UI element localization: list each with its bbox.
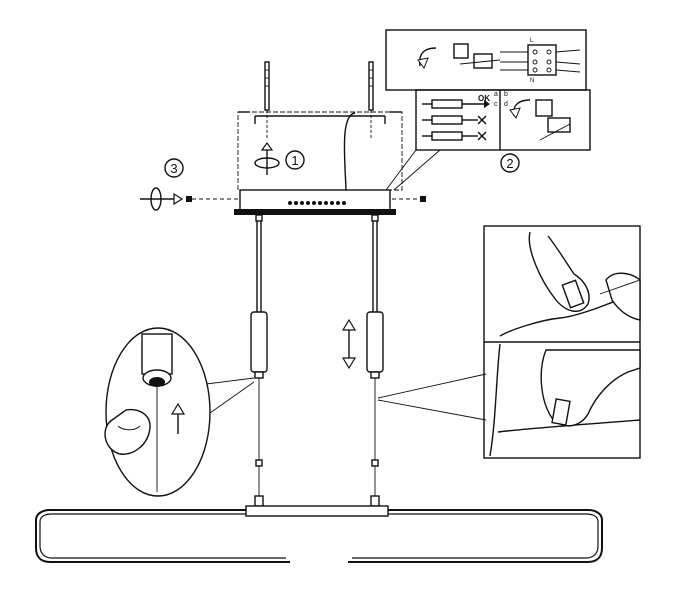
step-1-badge: 1 xyxy=(285,150,305,170)
zoom-bubble-gripper xyxy=(104,327,255,497)
connector-row-fail-1 xyxy=(422,115,487,125)
inset-connector: OK a b c d xyxy=(415,89,591,151)
connector-row-ok xyxy=(422,99,490,109)
letter-b: b xyxy=(504,91,508,98)
photo-inset-cable-adjust xyxy=(377,225,641,459)
letter-d: d xyxy=(504,101,508,108)
lamp-body xyxy=(35,505,603,563)
terminal-label-n: N xyxy=(530,78,534,84)
canopy xyxy=(234,189,396,215)
up-arrow-icon xyxy=(170,402,186,434)
step-1-label: 1 xyxy=(291,153,298,168)
ceiling-screw-right xyxy=(368,61,374,140)
step-2-label: 2 xyxy=(506,156,513,171)
connector-row-fail-2 xyxy=(422,131,487,141)
letter-c: c xyxy=(494,101,498,108)
inset-pointer-2 xyxy=(385,149,417,191)
terminal-label-l: L xyxy=(530,38,534,44)
rotate-horizontal-icon xyxy=(140,187,184,211)
inset-pointer-1 xyxy=(393,149,441,191)
photo-hand-bottom xyxy=(489,343,641,457)
mounting-bracket xyxy=(237,111,403,191)
letter-a: a xyxy=(494,91,498,98)
step-3-badge: 3 xyxy=(164,158,184,178)
photo-hand-top xyxy=(499,231,641,337)
inset-terminal-block: L N xyxy=(385,29,587,91)
side-screw-right xyxy=(392,196,426,202)
ceiling-screw-left xyxy=(264,61,270,140)
ok-label: OK xyxy=(478,94,490,103)
rotate-arrow-icon xyxy=(254,141,280,175)
step-3-label: 3 xyxy=(170,161,177,176)
terminal-holes xyxy=(288,201,346,205)
suspension-right xyxy=(366,214,384,507)
step-2-badge: 2 xyxy=(500,153,520,173)
height-adjust-arrow-icon xyxy=(341,318,357,370)
side-screw-left xyxy=(186,196,238,202)
suspension-left xyxy=(250,214,268,507)
